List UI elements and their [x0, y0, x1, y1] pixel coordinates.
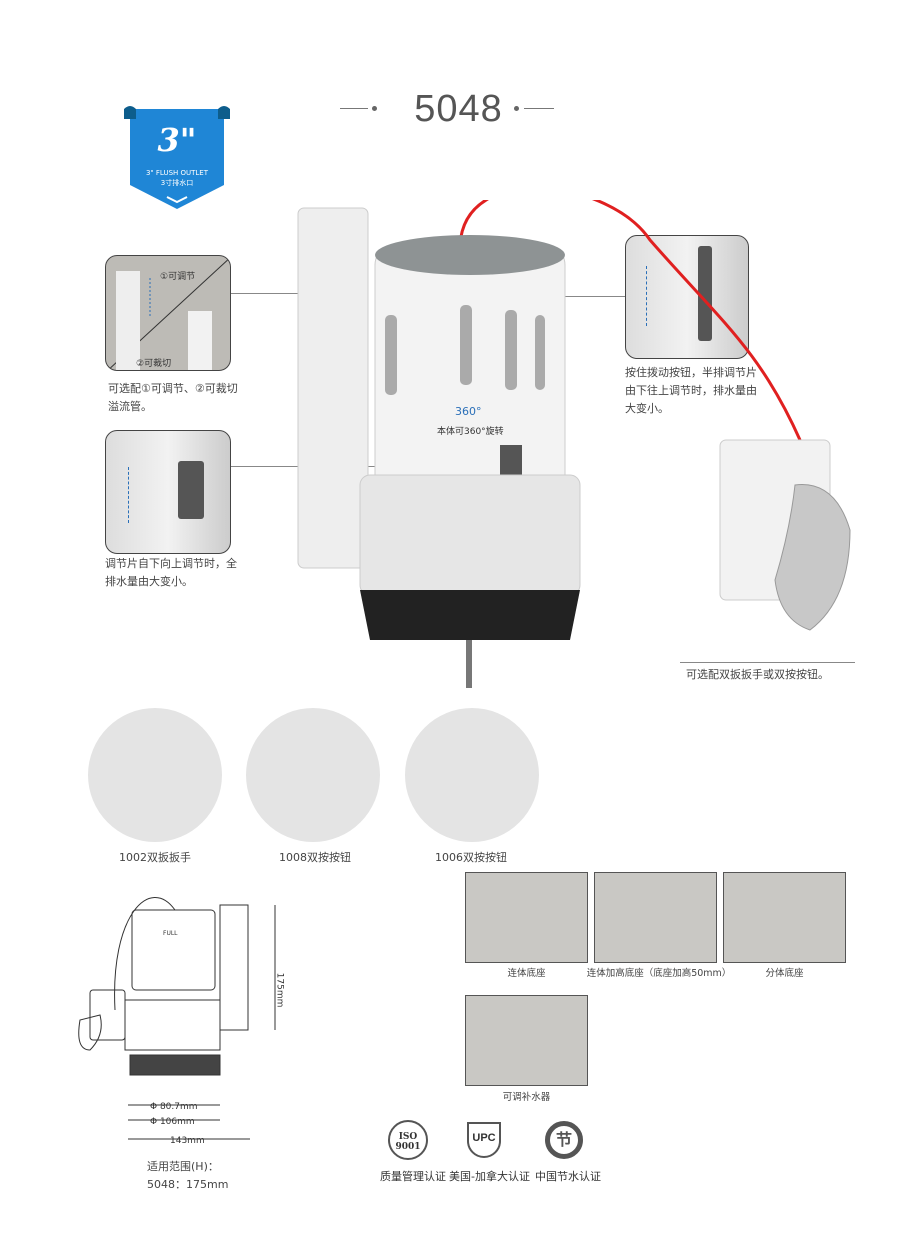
handle-caption: 可选配双扳扳手或双按按钮。: [686, 668, 829, 681]
option-label: 1008双按按钮: [279, 851, 351, 864]
iso-9001-logo: ISO 9001: [388, 1120, 428, 1160]
title-rule-left: [340, 108, 368, 109]
adjust-plate-callout: [105, 430, 231, 554]
overflow-caption: 可选配①可调节、②可裁切溢流管。: [108, 382, 238, 413]
option-label: 1006双按按钮: [435, 851, 507, 864]
leader-line: [231, 293, 331, 294]
title-dot: [514, 106, 519, 111]
upc-logo: UPC: [467, 1122, 501, 1158]
option-1008-image: [246, 708, 380, 842]
flush-outlet-badge: 3" 3" FLUSH OUTLET 3寸排水口: [122, 105, 232, 213]
option-1002-image: [88, 708, 222, 842]
flush-valve-product-image: [297, 200, 851, 688]
water-saving-logo: 节: [545, 1121, 583, 1159]
accessory-image: [465, 872, 588, 963]
height-dimension: 175mm: [274, 972, 285, 1008]
page-title: 5048: [414, 88, 503, 130]
title-rule-right: [524, 108, 554, 109]
option-1006-image: [405, 708, 539, 842]
button-caption: 按住拨动按钮，半排调节片由下往上调节时，排水量由大变小。: [625, 366, 757, 415]
rotation-degree: 360°: [455, 405, 482, 418]
accessory-image: [594, 872, 717, 963]
overflow-tube-callout: ①可调节 ②可裁切: [105, 255, 231, 371]
accessory-image: [723, 872, 846, 963]
rotation-caption: 本体可360°旋转: [437, 427, 504, 437]
technical-drawing: [78, 897, 276, 1140]
leader-line: [680, 662, 855, 663]
title-dot: [372, 106, 377, 111]
option-label: 1002双扳扳手: [119, 851, 191, 864]
adjust-plate-caption: 调节片自下向上调节时，全排水量由大变小。: [105, 557, 237, 588]
button-callout: [625, 235, 749, 359]
accessory-image: [465, 995, 588, 1086]
